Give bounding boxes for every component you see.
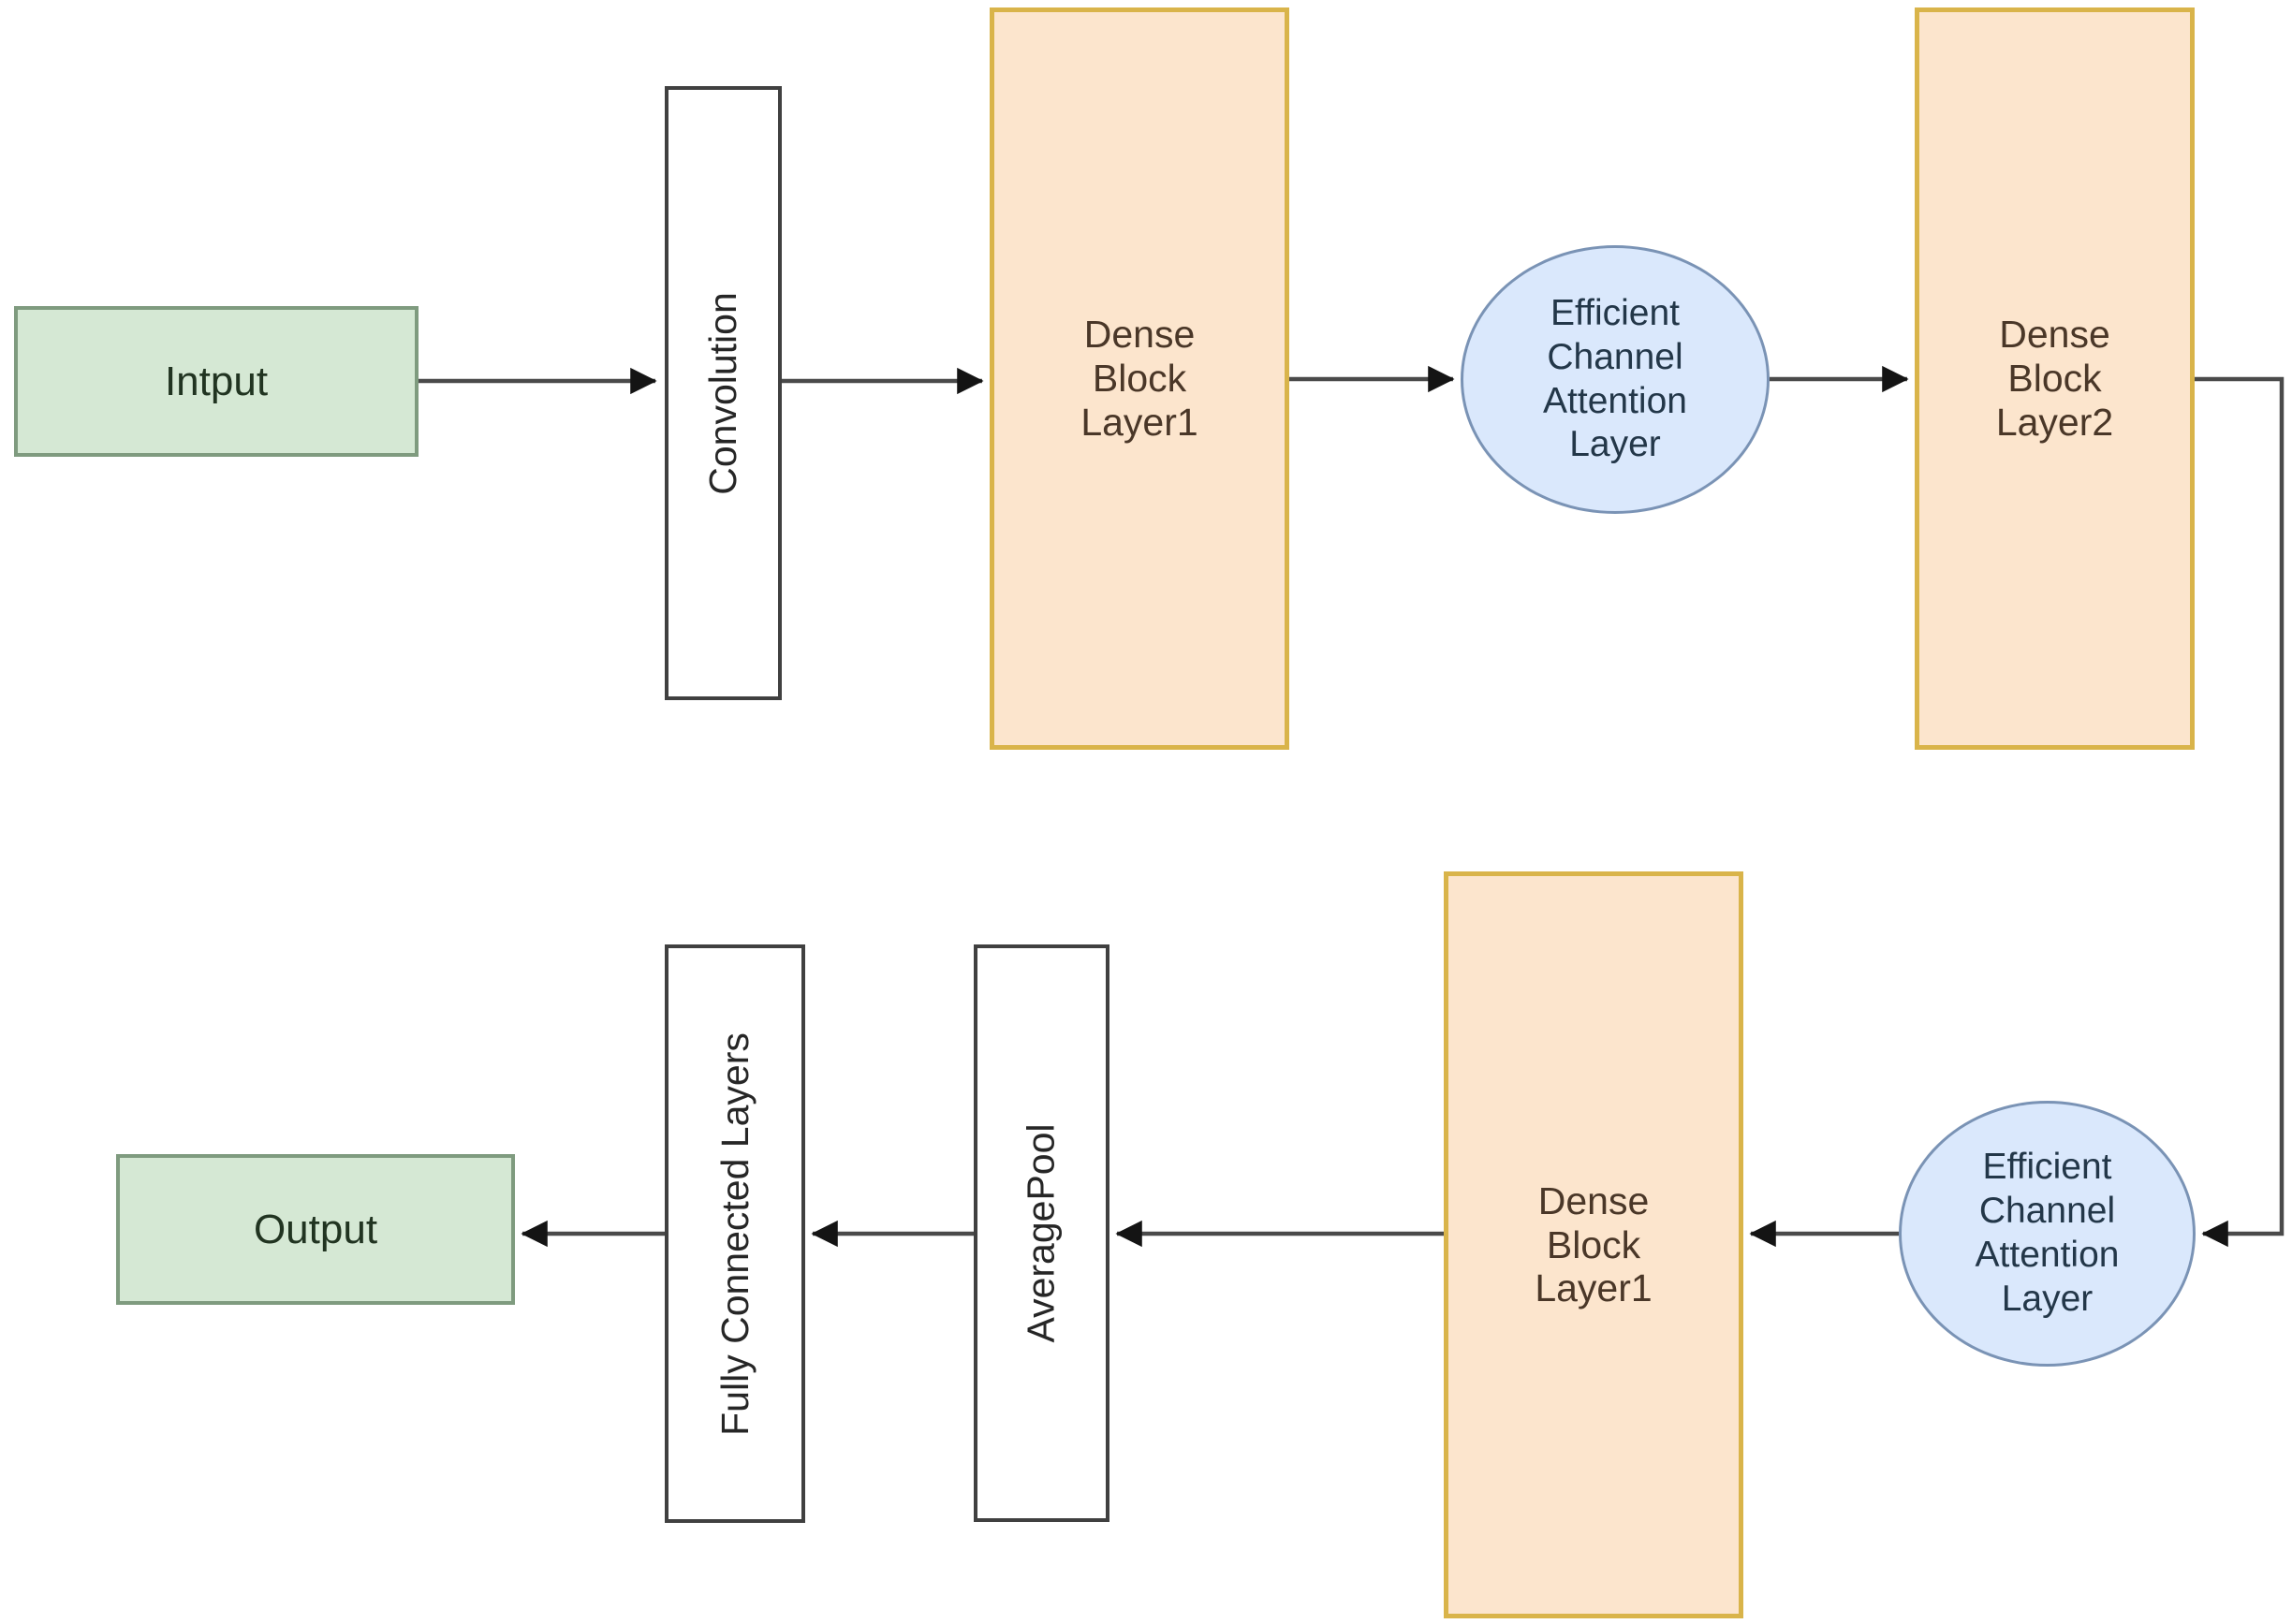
- efficient-channel-attention-bottom-node: Efficient Channel Attention Layer: [1899, 1101, 2196, 1367]
- fully-connected-layers-node: Fully Connected Layers: [665, 944, 805, 1523]
- input-node-label: Intput: [164, 358, 269, 404]
- dense-block-layer2-node: Dense Block Layer2: [1915, 7, 2195, 750]
- dense-block-layer1-bottom-label: Dense Block Layer1: [1535, 1178, 1653, 1310]
- output-node-label: Output: [253, 1206, 378, 1252]
- efficient-channel-attention-top-label: Efficient Channel Attention Layer: [1543, 292, 1687, 465]
- efficient-channel-attention-bottom-label: Efficient Channel Attention Layer: [1975, 1147, 2120, 1319]
- dense-block-layer1-top-node: Dense Block Layer1: [990, 7, 1289, 750]
- output-node: Output: [116, 1154, 515, 1305]
- efficient-channel-attention-top-node: Efficient Channel Attention Layer: [1461, 245, 1770, 514]
- average-pool-node: AveragePool: [974, 944, 1109, 1522]
- fully-connected-layers-node-label: Fully Connected Layers: [713, 1031, 757, 1436]
- input-node: Intput: [14, 306, 419, 457]
- dense-block-layer1-top-label: Dense Block Layer1: [1080, 313, 1198, 444]
- convolution-node-label: Convolution: [701, 291, 744, 495]
- dense-block-layer1-bottom-node: Dense Block Layer1: [1444, 871, 1743, 1618]
- arrow-dense2-to-eca-bottom-elbow: [2195, 376, 2285, 1248]
- average-pool-node-label: AveragePool: [1020, 1123, 1063, 1343]
- convolution-node: Convolution: [665, 86, 782, 700]
- dense-block-layer2-label: Dense Block Layer2: [1995, 313, 2114, 444]
